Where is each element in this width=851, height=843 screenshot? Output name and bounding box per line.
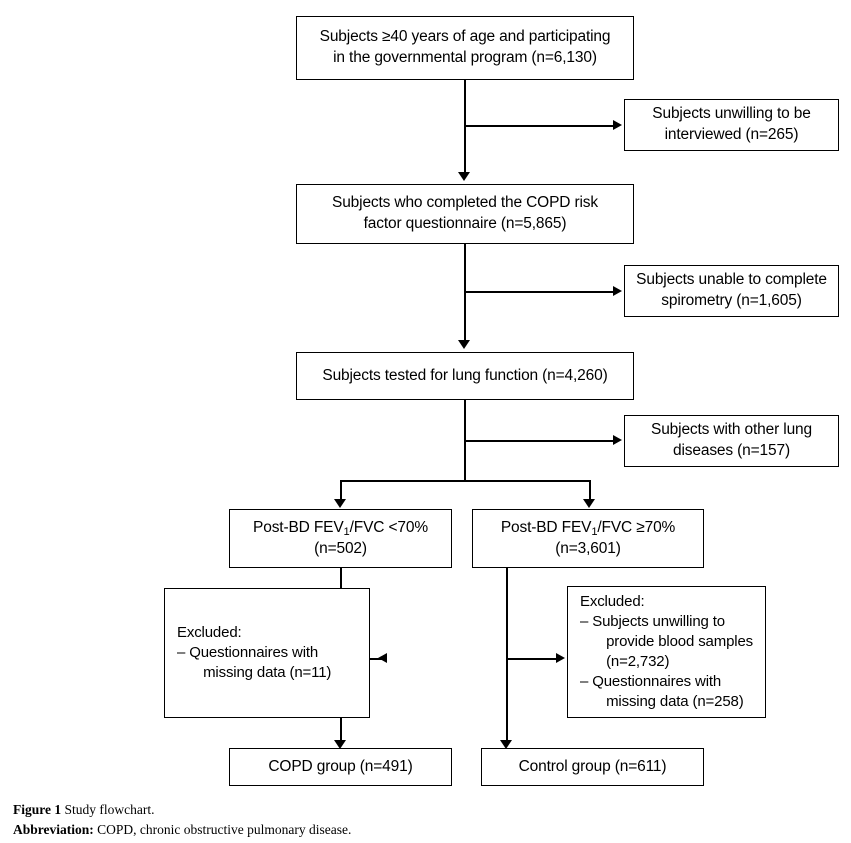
node-excluded-other-lung: Subjects with other lung diseases (n=157…: [624, 415, 839, 467]
connector-split-left: [340, 480, 342, 502]
node-post-bd-high-line1: Post-BD FEV1/FVC ≥70%: [481, 518, 695, 539]
node-post-bd-high-subscript: 1: [591, 526, 598, 538]
node-excluded-other-lung-line1: Subjects with other lung: [651, 421, 812, 439]
node-excluded-copd-title: Excluded:: [177, 624, 242, 642]
node-enrolled-line2: in the governmental program (n=6,130): [333, 49, 597, 66]
node-excluded-interview-line2: interviewed (n=265): [664, 126, 799, 143]
node-questionnaire-line2: factor questionnaire (n=5,865): [363, 215, 567, 232]
node-excluded-interview-line1: Subjects unwilling to be: [652, 105, 811, 123]
node-post-bd-low-line2: (n=502): [314, 539, 367, 557]
arrowhead-excluded-spirometry: [613, 286, 622, 296]
node-excluded-spirometry-line2: spirometry (n=1,605): [661, 292, 802, 309]
arrowhead-excluded-interview: [613, 120, 622, 130]
connector-split-bar: [340, 480, 590, 482]
list-item: – Questionnaires with missing data (n=25…: [580, 672, 744, 710]
node-post-bd-low-prefix: Post-BD FEV: [253, 518, 344, 536]
arrowhead-lungfunction: [458, 340, 470, 349]
arrowhead-copd-group: [334, 740, 346, 749]
node-lung-function-line1: Subjects tested for lung function (n=4,2…: [322, 366, 608, 384]
connector-to-excluded-control-box: [506, 658, 558, 660]
caption-figure-text: Study flowchart.: [61, 802, 155, 817]
connector-post-bd-high-stem: [506, 568, 508, 744]
list-item: – Questionnaires with missing data (n=11…: [177, 644, 332, 681]
figure-caption: Figure 1 Study flowchart. Abbreviation: …: [13, 800, 813, 839]
node-post-bd-high-line2: (n=3,601): [555, 539, 621, 557]
node-post-bd-low-subscript: 1: [343, 526, 350, 538]
node-questionnaire-completed: Subjects who completed the COPD risk fac…: [296, 184, 634, 244]
node-post-bd-high: Post-BD FEV1/FVC ≥70% (n=3,601): [472, 509, 704, 568]
node-excluded-interview: Subjects unwilling to be interviewed (n=…: [624, 99, 839, 151]
node-post-bd-low-line1: Post-BD FEV1/FVC <70%: [238, 518, 443, 539]
node-excluded-other-lung-line2: diseases (n=157): [673, 442, 790, 459]
caption-abbrev-label: Abbreviation:: [13, 821, 94, 837]
node-post-bd-high-prefix: Post-BD FEV: [500, 518, 592, 536]
node-post-bd-low-suffix: /FVC <70%: [349, 518, 428, 536]
connector-split-right: [589, 480, 591, 502]
caption-abbrev-text: COPD, chronic obstructive pulmonary dise…: [93, 821, 352, 837]
connector-to-excluded-interview: [464, 125, 615, 127]
caption-line-abbreviation: Abbreviation: COPD, chronic obstructive …: [13, 820, 813, 840]
caption-line-figure: Figure 1 Study flowchart.: [13, 800, 813, 820]
connector-to-excluded-other-lung: [464, 440, 615, 442]
node-control-group: Control group (n=611): [481, 748, 704, 786]
connector-questionnaire-to-lungfunction: [464, 244, 466, 344]
node-lung-function-tested: Subjects tested for lung function (n=4,2…: [296, 352, 634, 400]
node-enrolled-line1: Subjects ≥40 years of age and participat…: [319, 28, 611, 46]
node-excluded-spirometry: Subjects unable to complete spirometry (…: [624, 265, 839, 317]
connector-enrolled-to-questionnaire: [464, 80, 466, 176]
arrowhead-excluded-other-lung: [613, 435, 622, 445]
arrowhead-excluded-control: [556, 653, 565, 663]
node-copd-group-line1: COPD group (n=491): [268, 757, 413, 775]
node-excluded-spirometry-line1: Subjects unable to complete: [636, 271, 827, 289]
node-copd-group: COPD group (n=491): [229, 748, 452, 786]
connector-to-excluded-spirometry: [464, 291, 615, 293]
node-questionnaire-line1: Subjects who completed the COPD risk: [332, 194, 598, 212]
node-excluded-control-title: Excluded:: [580, 593, 645, 611]
node-excluded-control: Excluded: – Subjects unwilling to provid…: [567, 586, 766, 718]
arrowhead-control-group: [500, 740, 512, 749]
node-enrolled-subjects: Subjects ≥40 years of age and participat…: [296, 16, 634, 80]
node-control-group-line1: Control group (n=611): [518, 757, 667, 775]
arrowhead-post-bd-high: [583, 499, 595, 508]
node-post-bd-low: Post-BD FEV1/FVC <70% (n=502): [229, 509, 452, 568]
arrowhead-excluded-copd: [378, 653, 387, 663]
arrowhead-questionnaire: [458, 172, 470, 181]
node-excluded-copd: Excluded: – Questionnaires with missing …: [164, 588, 370, 718]
node-excluded-control-items: – Subjects unwilling to provide blood sa…: [580, 612, 757, 712]
list-item: – Subjects unwilling to provide blood sa…: [580, 613, 754, 670]
arrowhead-post-bd-low: [334, 499, 346, 508]
node-excluded-copd-items: – Questionnaires with missing data (n=11…: [177, 643, 361, 683]
caption-figure-label: Figure 1: [13, 802, 62, 817]
node-post-bd-high-suffix: /FVC ≥70%: [597, 518, 676, 536]
